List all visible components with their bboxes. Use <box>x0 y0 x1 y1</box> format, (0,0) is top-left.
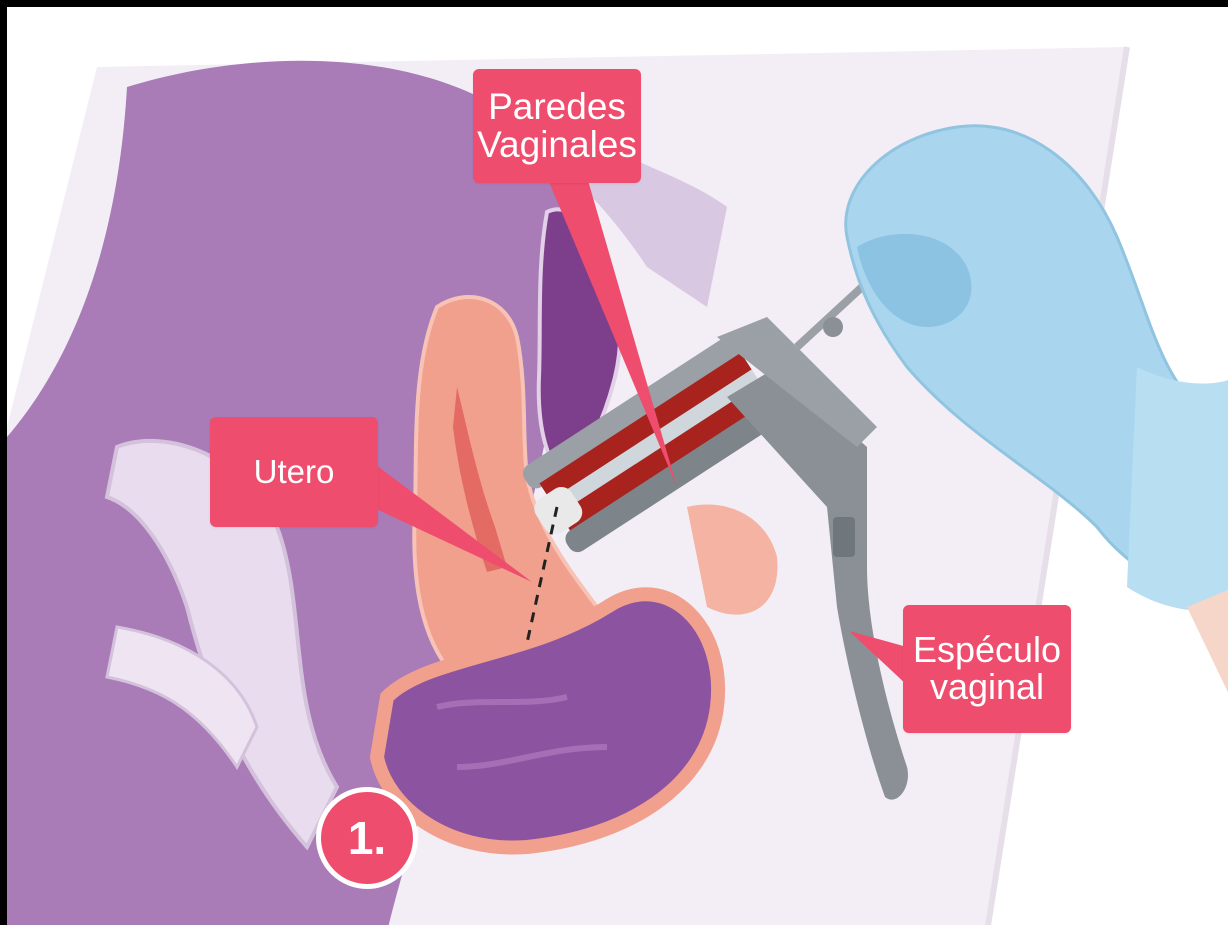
speculum-knob <box>823 317 843 337</box>
label-especulo-line1: Espéculo <box>913 632 1061 669</box>
label-especulo-line2: vaginal <box>930 669 1044 706</box>
label-paredes-line2: Vaginales <box>477 126 637 164</box>
label-especulo-vaginal: Espéculo vaginal <box>903 605 1071 733</box>
label-utero: Utero <box>210 417 378 527</box>
step-number-badge: 1. <box>316 787 418 889</box>
glove-cuff <box>1127 367 1228 611</box>
speculum-screw <box>833 517 855 557</box>
label-utero-text: Utero <box>254 455 335 489</box>
label-paredes-line1: Paredes <box>488 88 626 126</box>
label-paredes-vaginales: Paredes Vaginales <box>473 69 641 183</box>
